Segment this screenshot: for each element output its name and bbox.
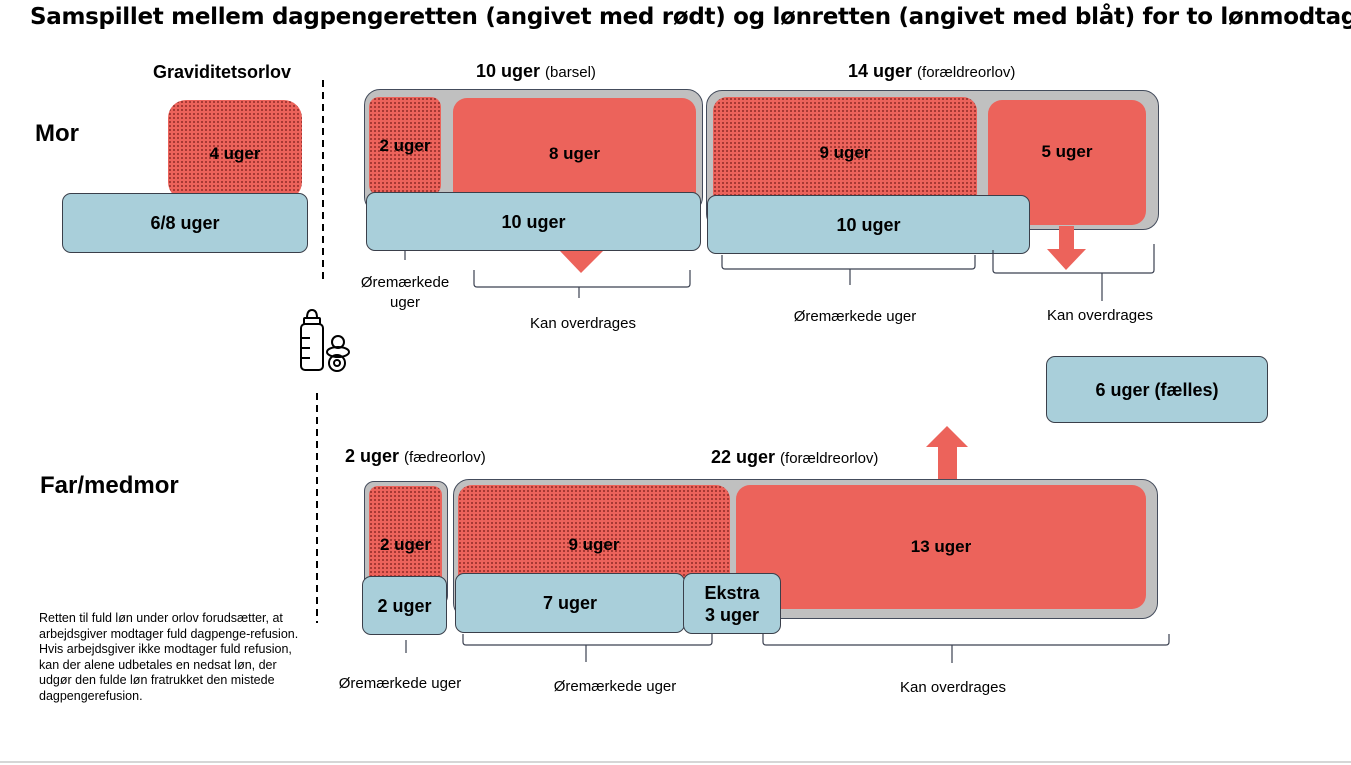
faedre-header-weeks: 2 uger — [345, 446, 400, 466]
far-caption-oremaerkede-2: Øremærkede uger — [553, 678, 677, 695]
far-foraeldre-header-weeks: 22 uger — [711, 447, 776, 467]
baby-bottle-icon — [300, 308, 324, 371]
mor-foraeldre-header-weeks: 14 uger — [848, 61, 913, 81]
far-foraeldre-blue-block: 7 uger — [455, 573, 685, 633]
mor-caption-kan-overdrages-2: Kan overdrages — [1047, 307, 1153, 324]
far-foraeldre-header-sub: (forældreorlov) — [780, 450, 879, 467]
ekstra-block: Ekstra 3 uger — [683, 573, 781, 634]
far-braces — [405, 634, 1170, 663]
faedre-header-sub: (fædreorlov) — [404, 449, 486, 466]
far-caption-kan-overdrages: Kan overdrages — [900, 679, 1006, 696]
mor-foraeldre-header: 14 uger (forældreorlov) — [848, 61, 1015, 82]
barsel-header: 10 uger (barsel) — [476, 61, 596, 82]
far-foraeldre-blue-label: 7 uger — [542, 593, 598, 613]
down-arrow-foraeldre — [1047, 226, 1086, 270]
mor-caption-oremaerkede-1: Øremærkede uger — [360, 274, 450, 311]
barsel-blue-label: 10 uger — [501, 211, 566, 232]
faedre-red-dotted-label: 2 uger — [379, 535, 432, 554]
mor-foraeldre-red-solid-label: 5 uger — [1041, 142, 1093, 161]
barsel-blue-block: 10 uger — [366, 192, 701, 251]
page-title: Samspillet mellem dagpengeretten (angive… — [30, 4, 1351, 30]
mor-foraeldre-blue-block: 10 uger — [707, 195, 1030, 254]
graviditet-red-block: 4 uger — [168, 100, 302, 200]
graviditet-header: Graviditetsorlov — [153, 62, 292, 82]
mor-foraeldre-red-dotted-label: 9 uger — [819, 143, 871, 162]
faedre-blue-label: 2 uger — [377, 595, 432, 616]
mor-foraeldre-red-dotted-block: 9 uger — [713, 97, 977, 207]
mor-caption-oremaerkede-2: Øremærkede uger — [793, 308, 917, 325]
faedre-blue-block: 2 uger — [362, 576, 447, 635]
mor-braces — [404, 244, 1155, 301]
down-arrow-barsel — [560, 251, 603, 273]
far-foraeldre-red-solid-block: 13 uger — [736, 485, 1146, 609]
far-caption-oremaerkede-1: Øremærkede uger — [338, 675, 462, 692]
baby-icon-group — [300, 308, 350, 372]
far-foraeldre-red-solid-label: 13 uger — [910, 537, 972, 556]
pacifier-icon — [326, 335, 350, 372]
row-label-mor: Mor — [35, 120, 79, 147]
dashed-divider — [316, 80, 324, 623]
bottom-divider — [0, 761, 1351, 763]
graviditet-blue-label: 6/8 uger — [150, 213, 220, 233]
footnote: Retten til fuld løn under orlov forudsæt… — [39, 611, 299, 703]
far-foraeldre-header: 22 uger (forældreorlov) — [711, 447, 878, 468]
row-label-far: Far/medmor — [40, 472, 179, 499]
graviditet-red-label: 4 uger — [209, 144, 261, 163]
barsel-header-sub: (barsel) — [545, 64, 596, 81]
far-foraeldre-red-dotted-label: 9 uger — [568, 535, 620, 554]
faelles-label: 6 uger (fælles) — [1095, 379, 1219, 400]
faedre-header: 2 uger (fædreorlov) — [345, 446, 486, 467]
mor-foraeldre-blue-label: 10 uger — [836, 214, 901, 235]
barsel-red-solid-label: 8 uger — [548, 144, 601, 163]
barsel-red-dotted-block: 2 uger — [369, 97, 441, 195]
barsel-header-weeks: 10 uger — [476, 61, 541, 81]
mor-caption-kan-overdrages-1: Kan overdrages — [530, 315, 636, 332]
mor-foraeldre-header-sub: (forældreorlov) — [917, 64, 1016, 81]
graviditet-blue-block: 6/8 uger — [62, 193, 308, 253]
barsel-red-solid-block: 8 uger — [453, 98, 696, 210]
faelles-block: 6 uger (fælles) — [1046, 356, 1268, 423]
barsel-red-dotted-label: 2 uger — [379, 136, 431, 155]
ekstra-label: Ekstra 3 uger — [704, 582, 760, 625]
